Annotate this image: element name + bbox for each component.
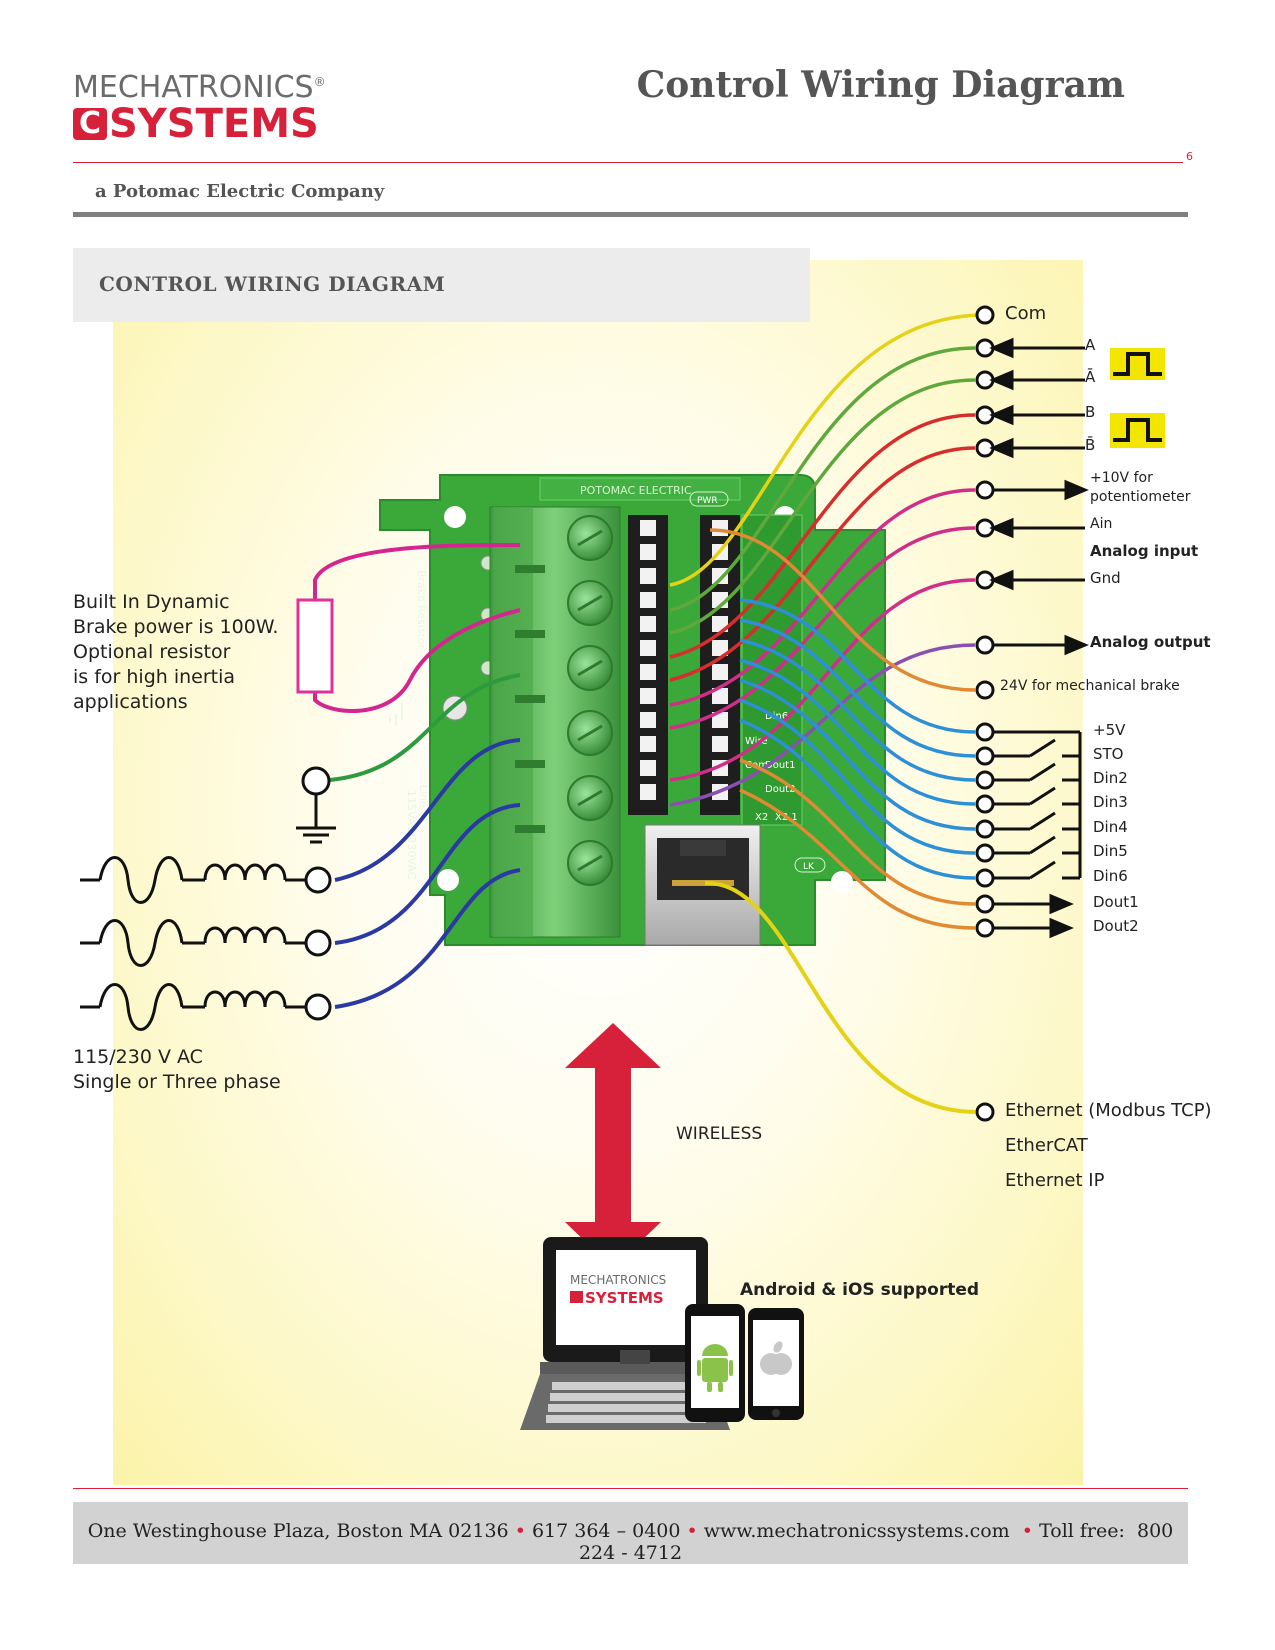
brake-note-line: Brake power is 100W.	[73, 616, 279, 638]
label-pot-line2: potentiometer	[1090, 489, 1191, 505]
x2-label: X2	[755, 812, 768, 823]
label-din2: Din2	[1093, 769, 1128, 787]
brake-note-line: applications	[73, 691, 188, 713]
logo-c-icon: C	[73, 108, 107, 140]
label-a: A	[1085, 336, 1096, 354]
rj45-ethernet-jack	[644, 824, 761, 946]
signal-wires	[669, 313, 981, 1114]
digital-input-switches	[993, 730, 1082, 880]
section-header-box	[73, 248, 810, 322]
footer-divider	[73, 1488, 1188, 1489]
encoder-pulse-icons	[1110, 348, 1165, 448]
label-sto: STO	[1093, 745, 1124, 763]
footer-separator: •	[686, 1520, 698, 1542]
laptop-screen-logo-top: MECHATRONICS	[570, 1273, 666, 1287]
pcb-silkscreen-text: POTOMAC ELECTRIC	[580, 484, 692, 497]
voltage-silk: 115VAC/230VAC	[405, 790, 418, 880]
label-5v: +5V	[1093, 721, 1126, 739]
footer-bar	[73, 1502, 1188, 1564]
android-phone-icon	[685, 1304, 745, 1422]
pin-label-dout1: Dout1	[765, 760, 795, 771]
power-note-line: Single or Three phase	[73, 1071, 281, 1093]
label-din6: Din6	[1093, 867, 1128, 885]
iphone-icon	[748, 1308, 804, 1420]
brake-note-line: Optional resistor	[73, 641, 231, 663]
phase-line-1	[80, 856, 332, 904]
label-pot-line1: +10V for	[1090, 470, 1153, 486]
footer-separator: •	[514, 1520, 526, 1542]
label-ethernet-modbus: Ethernet (Modbus TCP)	[1005, 1100, 1212, 1121]
brake-resistor-silk: Brake Resistor	[415, 570, 428, 650]
laptop-icon: MECHATRONICS SYSTEMS	[520, 1237, 730, 1430]
label-din5: Din5	[1093, 842, 1128, 860]
header-rule	[73, 212, 1188, 217]
footer-phone[interactable]: 617 364 – 0400	[531, 1520, 681, 1542]
logo-wordmark-top: MECHATRONICS®	[73, 70, 326, 105]
label-dout1: Dout1	[1093, 893, 1139, 911]
label-b: B	[1085, 403, 1096, 421]
label-devices-supported: Android & iOS supported	[740, 1280, 980, 1300]
apple-icon	[760, 1341, 792, 1375]
signal-arrows	[989, 337, 1089, 939]
ground-symbol-silk	[389, 703, 403, 726]
signal-terminals	[975, 305, 995, 1122]
label-din4: Din4	[1093, 818, 1128, 836]
pin-label-wire: Wire	[745, 736, 768, 747]
pwr-led-label: PWR	[697, 496, 718, 506]
pin-label-dout2: Dout2	[765, 784, 795, 795]
header-divider	[73, 162, 1183, 163]
label-analog-input: Analog input	[1090, 542, 1199, 560]
document-title: Control Wiring Diagram	[636, 64, 1125, 106]
power-line-symbols	[80, 856, 332, 1031]
power-input-wires	[334, 738, 521, 1009]
android-icon	[697, 1344, 733, 1392]
label-analog-output: Analog output	[1090, 633, 1211, 651]
footer-separator: •	[1021, 1520, 1034, 1542]
label-ain: Ain	[1090, 516, 1113, 532]
ground-connection	[296, 673, 521, 844]
phase-line-3	[80, 983, 332, 1031]
lk-led-label: LK	[803, 862, 815, 872]
brake-note-line: is for high inertia	[73, 666, 236, 688]
brake-resistor-note: Built In Dynamic Brake power is 100W. Op…	[73, 590, 278, 715]
label-dout2: Dout2	[1093, 917, 1139, 935]
company-tagline: a Potomac Electric Company	[95, 181, 385, 202]
wireless-double-arrow	[565, 1023, 661, 1268]
brake-resistor-wiring	[296, 543, 521, 714]
line-silk: Line	[417, 785, 430, 808]
footer-tollfree-number[interactable]: 800 224 - 4712	[578, 1520, 1174, 1564]
power-input-note: 115/230 V AC Single or Three phase	[73, 1045, 281, 1095]
footer-tollfree-label: Toll free:	[1039, 1520, 1125, 1542]
label-ethernet-ip: Ethernet IP	[1005, 1170, 1105, 1191]
page-number: 6	[1186, 150, 1193, 163]
label-24v-brake: 24V for mechanical brake	[1000, 678, 1180, 694]
brake-note-line: Built In Dynamic	[73, 591, 230, 613]
label-b-bar: B̄	[1085, 436, 1096, 454]
footer-address: One Westinghouse Plaza, Boston MA 02136	[87, 1520, 509, 1542]
section-title: CONTROL WIRING DIAGRAM	[99, 272, 446, 296]
power-note-line: 115/230 V AC	[73, 1046, 203, 1068]
label-wireless: WIRELESS	[676, 1124, 763, 1144]
label-com: Com	[1005, 303, 1047, 324]
label-din3: Din3	[1093, 793, 1128, 811]
label-a-bar: Ā	[1085, 368, 1096, 386]
power-terminal-block	[489, 506, 621, 938]
footer-contact: One Westinghouse Plaza, Boston MA 02136 …	[73, 1520, 1188, 1564]
label-ethercat: EtherCAT	[1005, 1135, 1088, 1156]
phase-line-2	[80, 919, 332, 967]
footer-website[interactable]: www.mechatronicssystems.com	[703, 1520, 1010, 1542]
label-gnd: Gnd	[1090, 569, 1121, 587]
laptop-screen-logo-bottom: SYSTEMS	[585, 1289, 664, 1307]
